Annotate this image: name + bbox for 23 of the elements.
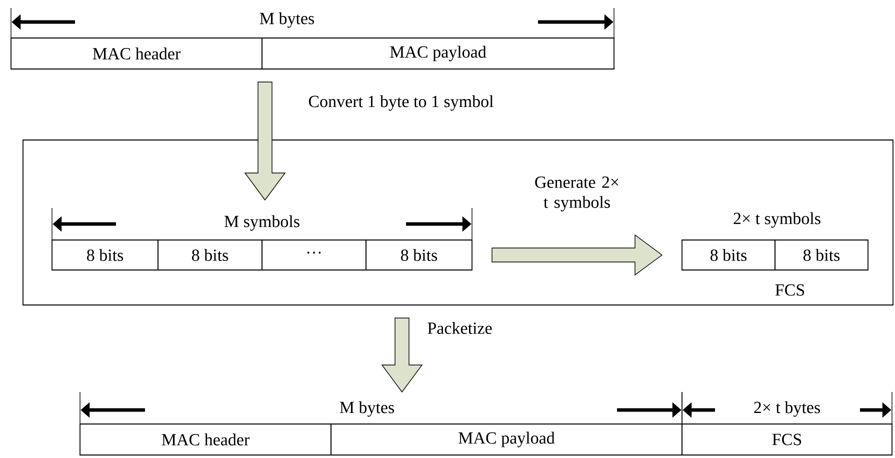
- field-cell: FCS: [682, 424, 892, 456]
- panel-box: [22, 140, 894, 306]
- edge-label: Generate 2× t symbols: [535, 176, 618, 212]
- field-cell: 8 bits: [774, 240, 868, 270]
- field-cell: 8 bits: [366, 240, 472, 270]
- dimension-label: M bytes: [340, 401, 394, 417]
- field-cell: MAC payload: [262, 38, 614, 70]
- dimension-label: 2× t symbols: [734, 212, 820, 228]
- field-cell: 8 bits: [682, 240, 776, 270]
- edge-label: Convert 1 byte to 1 symbol: [308, 95, 494, 111]
- field-cell: 8 bits: [52, 240, 158, 270]
- field-cell: ···: [262, 240, 366, 270]
- field-cell: 8 bits: [158, 240, 262, 270]
- dimension-label: M bytes: [260, 12, 314, 28]
- block-arrow: [381, 318, 423, 393]
- dimension-label: M symbols: [224, 215, 300, 231]
- field-label: FCS: [775, 284, 804, 296]
- block-arrow: [244, 82, 286, 201]
- field-cell: MAC header: [10, 38, 262, 70]
- edge-label: Packetize: [428, 322, 492, 334]
- field-cell: MAC header: [80, 424, 332, 456]
- block-arrow: [492, 234, 663, 276]
- field-cell: MAC payload: [330, 424, 682, 456]
